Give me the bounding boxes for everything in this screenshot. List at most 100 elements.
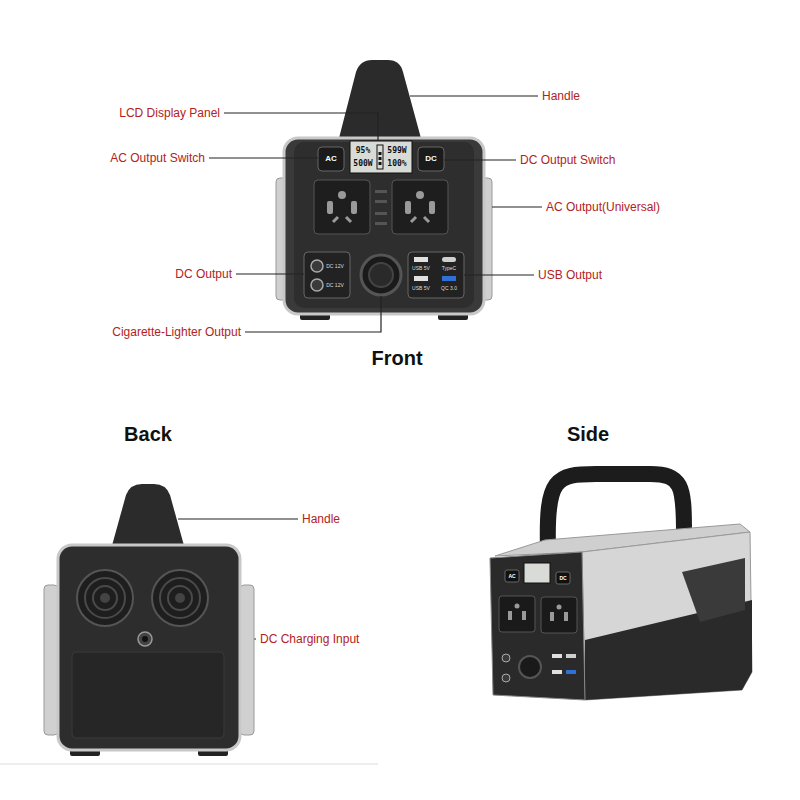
side-face [582, 532, 752, 700]
battery-icon [377, 145, 383, 169]
socket-slot [351, 201, 357, 214]
port-label: USB 5V [412, 266, 430, 271]
lcd-screen [524, 563, 550, 583]
socket-slot [346, 217, 351, 222]
button-label: DC [559, 576, 566, 581]
dc-switch [556, 572, 570, 584]
view-title: Side [567, 424, 609, 444]
side-rail [240, 585, 254, 735]
charging-port-pin [142, 636, 148, 642]
lcd-reading: 599W [387, 147, 406, 155]
socket-slot [327, 201, 333, 214]
dc-port [311, 279, 323, 291]
front-view [276, 60, 492, 320]
socket-slot [564, 612, 568, 621]
socket-slot [424, 217, 429, 222]
battery-bar [379, 152, 382, 155]
part-label: AC Output Switch [110, 152, 205, 164]
battery-bar [379, 162, 382, 165]
front-panel [294, 142, 474, 308]
button-label: AC [325, 155, 337, 163]
fan-hub [175, 593, 185, 603]
housing [58, 545, 240, 750]
port-label: DC 12V [326, 264, 344, 269]
qc-port [442, 276, 456, 281]
button-label: AC [508, 574, 515, 579]
front-face [490, 552, 585, 700]
typec-port [442, 257, 456, 262]
socket-slot [550, 612, 554, 621]
part-label: Cigarette-Lighter Output [112, 326, 241, 338]
part-label: USB Output [538, 269, 602, 281]
leader-line [410, 95, 538, 96]
fan [77, 570, 133, 626]
side-view [490, 474, 752, 700]
port-label: TypeC [442, 266, 456, 271]
side-window [682, 558, 745, 622]
leader-line [209, 157, 318, 158]
side-rail [44, 585, 58, 735]
fan-ring [93, 586, 117, 610]
ac-outlet [392, 180, 448, 234]
dc-switch [418, 147, 444, 171]
cigarette-socket [361, 255, 401, 295]
housing [284, 138, 484, 314]
ac-outlet [314, 180, 370, 234]
leader-line [444, 159, 516, 160]
ac-switch [318, 147, 344, 171]
lcd-reading: 95% [356, 147, 370, 155]
leader-line [464, 274, 534, 275]
ac-switch [505, 570, 519, 582]
socket-slot [411, 217, 416, 222]
leader-line [245, 296, 381, 332]
view-title: Front [371, 348, 422, 368]
view-title: Back [124, 424, 172, 444]
part-label: LCD Display Panel [119, 107, 220, 119]
vent-slot [375, 212, 387, 215]
button-label: DC [425, 155, 437, 163]
socket-hole [557, 605, 562, 610]
vent-slot [375, 190, 387, 193]
dc-port [502, 654, 510, 662]
socket-hole [338, 191, 346, 199]
cigarette-socket-inner [369, 263, 393, 287]
ac-outlet [499, 596, 535, 632]
dc-port [502, 674, 510, 682]
usb-panel [408, 252, 464, 298]
socket-slot [333, 217, 338, 222]
usb-port [552, 670, 562, 674]
dc-port [311, 260, 323, 272]
leader-line [236, 273, 304, 274]
fan-hub [100, 593, 110, 603]
socket-slot [405, 201, 411, 214]
lcd-reading: 500W [353, 160, 372, 168]
socket-hole [515, 604, 520, 609]
leader-line [224, 113, 378, 140]
port-label: DC 12V [326, 283, 344, 288]
socket-slot [522, 611, 526, 620]
part-label: DC Charging Input [260, 633, 359, 645]
usb-port [414, 257, 428, 262]
cigarette-socket [519, 656, 541, 678]
usb-port [414, 276, 428, 281]
fan-ring [160, 578, 200, 618]
handle-shape [338, 60, 422, 142]
ac-outlet [541, 597, 577, 633]
back-view [44, 484, 254, 756]
divider-line [0, 764, 378, 765]
port-label: QC 3.0 [441, 286, 457, 291]
lcd-reading: 100% [387, 160, 406, 168]
lcd-screen [350, 141, 412, 173]
part-label: Handle [542, 90, 580, 102]
usb-port [552, 654, 562, 658]
vent-slot [375, 200, 387, 203]
part-label: DC Output [175, 268, 232, 280]
fan-ring [168, 586, 192, 610]
port-label: USB 5V [412, 286, 430, 291]
battery-bar [379, 157, 382, 160]
back-panel [72, 652, 224, 738]
lower-band [585, 600, 752, 700]
